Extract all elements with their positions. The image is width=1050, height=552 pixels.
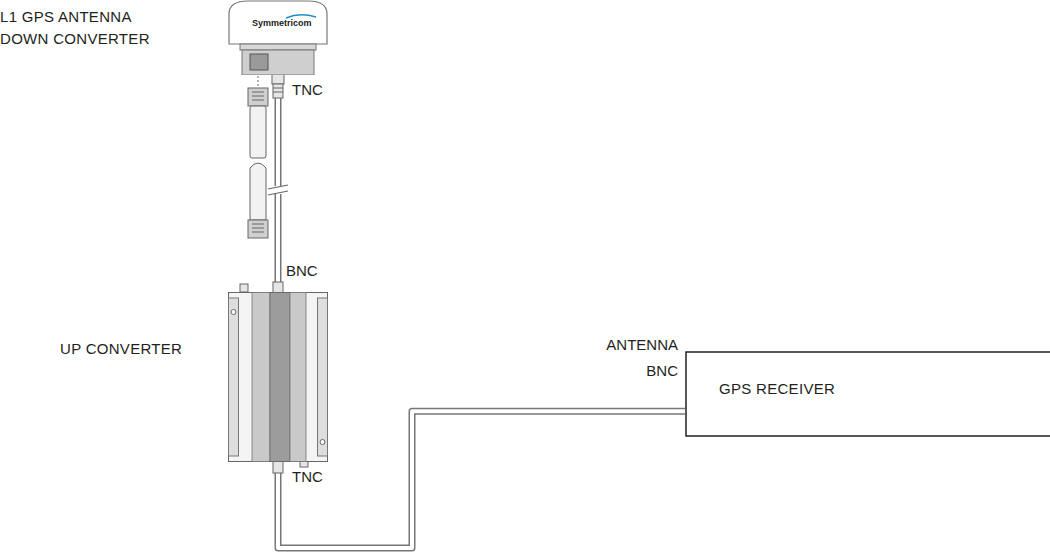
port-label: ANTENNA bbox=[604, 336, 680, 354]
up-converter: UP CONVERTER bbox=[228, 292, 328, 462]
band bbox=[290, 293, 306, 462]
antenna-down-converter: L1 GPS ANTENNA DOWN CONVERTERSymmetricom bbox=[228, 0, 328, 75]
logo-swoosh bbox=[286, 15, 316, 18]
antenna-rim bbox=[240, 44, 316, 50]
up-converter-outline bbox=[228, 292, 328, 462]
antenna-down-converter-outline bbox=[228, 0, 328, 75]
mount-socket bbox=[250, 54, 268, 70]
connector-label: TNC bbox=[290, 468, 325, 486]
antenna-dome bbox=[229, 1, 327, 44]
screw-hole bbox=[320, 440, 325, 445]
band bbox=[270, 293, 290, 462]
connector-label: BNC bbox=[644, 362, 680, 380]
brand-logo: Symmetricom bbox=[252, 18, 312, 29]
mounting-kit bbox=[248, 76, 268, 238]
housing bbox=[229, 293, 328, 462]
coax-cable bbox=[278, 75, 279, 292]
antenna-heading: L1 GPS ANTENNA DOWN CONVERTER bbox=[0, 6, 160, 50]
gps-receiver: GPS RECEIVER bbox=[685, 351, 1050, 437]
cable-break bbox=[268, 185, 288, 195]
band bbox=[252, 293, 270, 462]
converter-heading: UP CONVERTER bbox=[60, 338, 182, 360]
coax-cable bbox=[278, 411, 685, 548]
connector-label: BNC bbox=[284, 262, 320, 280]
screw-hole bbox=[231, 310, 236, 315]
antenna-base bbox=[242, 50, 314, 75]
connector-label: TNC bbox=[290, 81, 325, 99]
flange bbox=[229, 298, 239, 456]
receiver-outline bbox=[686, 352, 1050, 436]
tnc-connector bbox=[272, 74, 284, 98]
flange bbox=[318, 298, 328, 456]
receiver-name: GPS RECEIVER bbox=[719, 378, 835, 400]
